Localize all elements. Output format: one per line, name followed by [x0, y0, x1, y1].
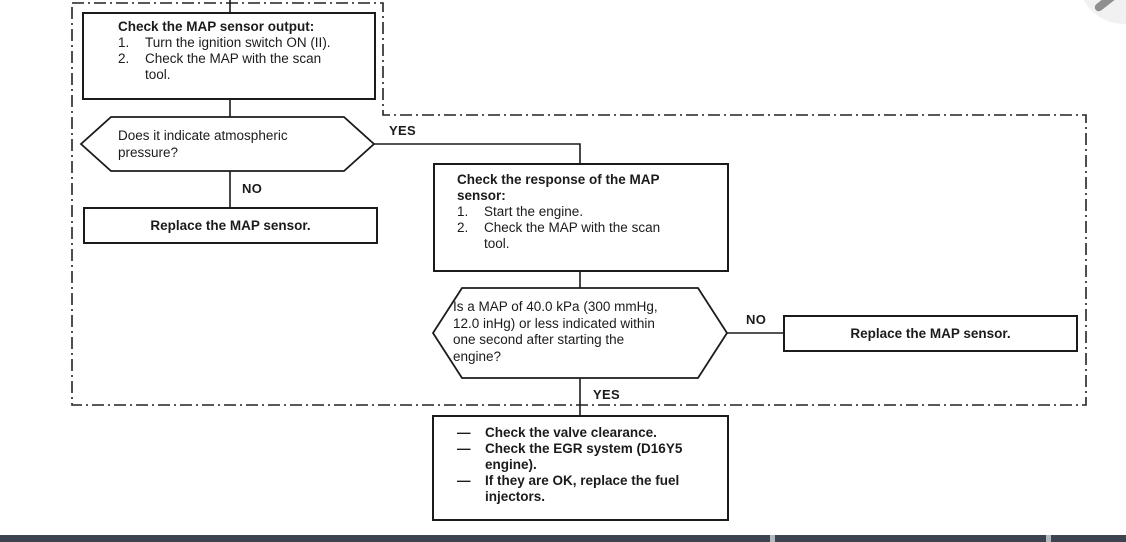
box-title: Check the MAP sensor output: [118, 19, 315, 34]
pencil-icon [1093, 0, 1118, 13]
map-output-check-box: Check the MAP sensor output: 1. Turn the… [82, 12, 376, 100]
box-text: Replace the MAP sensor. [850, 325, 1011, 341]
yes-label-2: YES [591, 387, 622, 402]
box-title: Check the response of the MAP sensor: [457, 172, 660, 203]
list-item: — Check the EGR system (D16Y5 engine). [457, 441, 683, 472]
dashdot-border [71, 2, 1087, 406]
final-actions-box: — Check the valve clearance. — Check the… [432, 415, 729, 521]
bottom-bar-divider [1046, 535, 1051, 542]
box-text: Replace the MAP sensor. [150, 217, 311, 233]
connector-yes-1 [374, 143, 581, 164]
replace-map-sensor-box-2: Replace the MAP sensor. [783, 315, 1078, 352]
step-item: 2. Check the MAP with the scan tool. [457, 220, 661, 251]
decision-map-reading-shape [431, 287, 729, 379]
replace-map-sensor-box-1: Replace the MAP sensor. [83, 207, 378, 244]
no-label-1: NO [240, 181, 265, 196]
no-label-2: NO [744, 312, 769, 327]
decision-atmospheric-text: Does it indicate atmospheric pressure? [118, 128, 288, 160]
bottom-bar [0, 535, 1126, 542]
step-item: 1. Start the engine. [457, 204, 584, 219]
decision-map-reading-text: Is a MAP of 40.0 kPa (300 mmHg, 12.0 inH… [453, 299, 658, 364]
map-response-check-box: Check the response of the MAP sensor: 1.… [433, 163, 729, 272]
list-item: — If they are OK, replace the fuel injec… [457, 473, 680, 504]
list-item: — Check the valve clearance. [457, 425, 657, 440]
decision-atmospheric-shape [79, 116, 376, 172]
bottom-bar-divider [770, 535, 775, 542]
step-item: 2. Check the MAP with the scan tool. [118, 51, 322, 82]
yes-label-1: YES [387, 123, 418, 138]
step-item: 1. Turn the ignition switch ON (II). [118, 35, 331, 50]
